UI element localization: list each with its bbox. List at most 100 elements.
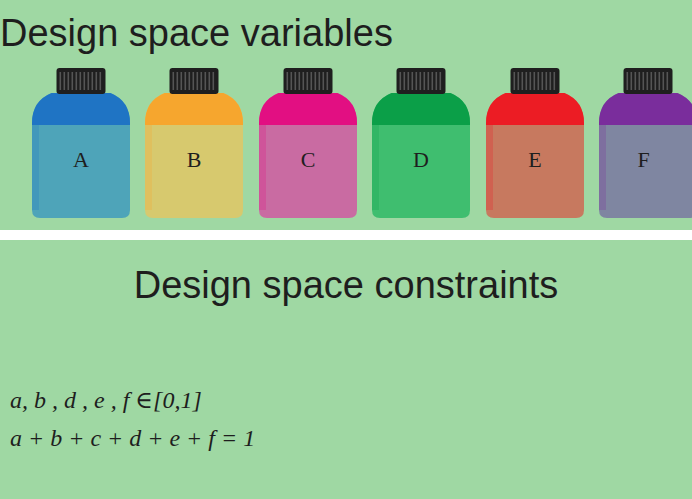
panel-band: ABCDEFDesign space variables <box>0 0 692 230</box>
bottle-shade <box>372 123 379 210</box>
bottle-label: E <box>528 147 541 173</box>
cap-ridge <box>303 72 305 90</box>
cap-ridge <box>323 72 325 90</box>
cap-ridge <box>631 72 633 90</box>
bottle-shoulder <box>32 93 130 125</box>
cap-ridge <box>643 72 645 90</box>
paint-bottle: B <box>145 68 243 218</box>
cap-ridge <box>80 72 82 90</box>
cap-ridge <box>514 72 516 90</box>
cap-ridge <box>522 72 524 90</box>
bottle-shape <box>259 68 357 218</box>
cap-ridge <box>209 72 211 90</box>
bottle-cap <box>397 68 446 94</box>
bottle-label: B <box>187 147 202 173</box>
bottle-cap <box>57 68 106 94</box>
cap-ridge <box>424 72 426 90</box>
cap-ridge <box>197 72 199 90</box>
cap-ridge <box>534 72 536 90</box>
bottle-shade <box>145 123 152 210</box>
constraint-formula: a + b + c + d + e + f = 1 <box>10 423 255 453</box>
cap-ridge <box>526 72 528 90</box>
panel-band: Design space constraints a, b , d , e , f… <box>0 240 692 499</box>
panel-heading: Design space variables <box>0 10 393 56</box>
cap-ridge <box>538 72 540 90</box>
cap-ridge <box>432 72 434 90</box>
cap-ridge <box>96 72 98 90</box>
bottle-cap <box>624 68 673 94</box>
cap-ridge <box>315 72 317 90</box>
cap-ridge <box>416 72 418 90</box>
cap-ridge <box>639 72 641 90</box>
bottle-shape <box>486 68 584 218</box>
cap-ridge <box>627 72 629 90</box>
paint-bottle: F <box>599 68 692 218</box>
cap-ridge <box>177 72 179 90</box>
cap-ridge <box>76 72 78 90</box>
bottle-shoulder <box>372 93 470 125</box>
bottle-cap <box>284 68 333 94</box>
cap-ridge <box>408 72 410 90</box>
cap-ridge <box>185 72 187 90</box>
bottle-label: A <box>73 147 89 173</box>
cap-ridge <box>420 72 422 90</box>
cap-ridge <box>546 72 548 90</box>
cap-ridge <box>181 72 183 90</box>
bottle-body <box>486 93 584 218</box>
cap-ridge <box>201 72 203 90</box>
bottle-body <box>32 93 130 218</box>
bottle-body <box>372 93 470 218</box>
constraint-formula: a, b , d , e , f ∈[0,1] <box>10 385 202 415</box>
cap-ridge <box>440 72 442 90</box>
bottle-body <box>145 93 243 218</box>
cap-ridge <box>173 72 175 90</box>
cap-ridge <box>299 72 301 90</box>
cap-ridge <box>327 72 329 90</box>
bottle-body <box>259 93 357 218</box>
cap-ridge <box>100 72 102 90</box>
cap-ridge <box>404 72 406 90</box>
bottle-shoulder <box>599 93 692 125</box>
cap-ridge <box>60 72 62 90</box>
paint-bottle: E <box>486 68 584 218</box>
bottle-shade <box>32 123 39 210</box>
cap-ridge <box>205 72 207 90</box>
cap-ridge <box>550 72 552 90</box>
bottle-shape <box>32 68 130 218</box>
cap-ridge <box>655 72 657 90</box>
cap-ridge <box>213 72 215 90</box>
paint-bottle: D <box>372 68 470 218</box>
cap-ridge <box>92 72 94 90</box>
cap-ridge <box>291 72 293 90</box>
cap-ridge <box>518 72 520 90</box>
bottle-shape <box>599 68 692 218</box>
bottle-shade <box>486 123 493 210</box>
bottle-shape <box>145 68 243 218</box>
bottle-cap <box>511 68 560 94</box>
bottle-cap <box>170 68 219 94</box>
cap-ridge <box>530 72 532 90</box>
cap-ridge <box>400 72 402 90</box>
cap-ridge <box>428 72 430 90</box>
cap-ridge <box>193 72 195 90</box>
bottle-shoulder <box>259 93 357 125</box>
panel-heading: Design space constraints <box>134 262 559 308</box>
cap-ridge <box>287 72 289 90</box>
bottle-label: D <box>413 147 429 173</box>
cap-ridge <box>412 72 414 90</box>
bottle-label: F <box>637 147 649 173</box>
cap-ridge <box>189 72 191 90</box>
bottle-shape <box>372 68 470 218</box>
cap-ridge <box>311 72 313 90</box>
cap-ridge <box>651 72 653 90</box>
cap-ridge <box>72 72 74 90</box>
cap-ridge <box>64 72 66 90</box>
cap-ridge <box>88 72 90 90</box>
paint-bottle: A <box>32 68 130 218</box>
cap-ridge <box>667 72 669 90</box>
bottle-shade <box>599 123 606 210</box>
cap-ridge <box>84 72 86 90</box>
cap-ridge <box>554 72 556 90</box>
bottle-shoulder <box>145 93 243 125</box>
